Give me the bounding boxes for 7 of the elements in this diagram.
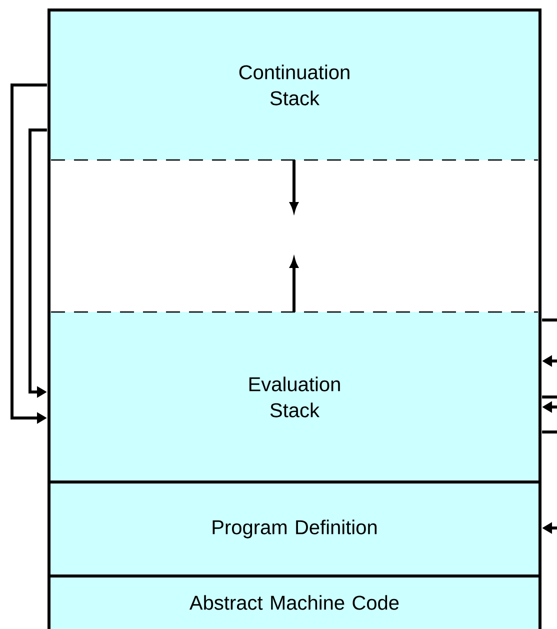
connector-line — [542, 396, 557, 398]
stack-band: Evaluation Stack — [49, 312, 540, 482]
stack-band: Continuation Stack — [49, 10, 540, 160]
stack-band: Program Definition — [49, 482, 540, 576]
stack-band: Abstract Machine Code — [49, 576, 540, 629]
connector-line — [542, 430, 557, 434]
connector-line — [542, 318, 557, 322]
